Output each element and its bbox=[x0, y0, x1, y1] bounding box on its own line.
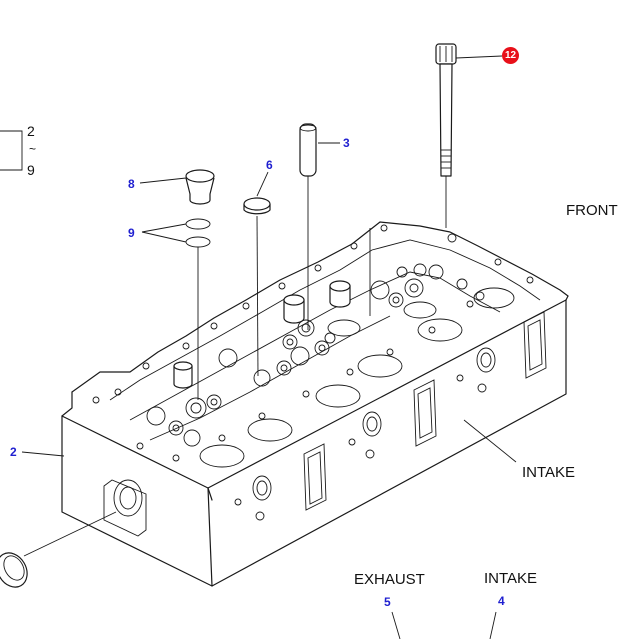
intake-label: INTAKE bbox=[484, 570, 538, 587]
expansion-plug bbox=[243, 197, 271, 377]
callout-3: 3 bbox=[343, 136, 350, 150]
exhaust-label: EXHAUST bbox=[354, 571, 425, 588]
range-start-label: 2 bbox=[27, 123, 35, 139]
leader-lines bbox=[0, 55, 517, 640]
range-end-label: 9 bbox=[27, 162, 35, 178]
callout-6: 6 bbox=[266, 158, 273, 172]
range-tilde-label: ~ bbox=[29, 142, 37, 156]
callout-12-badge: 12 bbox=[502, 47, 519, 64]
callout-8: 8 bbox=[128, 177, 135, 191]
callout-5: 5 bbox=[384, 595, 391, 609]
head-bolt bbox=[435, 43, 457, 228]
callout-4: 4 bbox=[498, 594, 505, 608]
callout-2: 2 bbox=[10, 445, 17, 459]
nozzle-sleeve bbox=[185, 169, 215, 205]
valve-guide bbox=[299, 123, 317, 330]
intake-side-label: INTAKE bbox=[522, 464, 576, 481]
core-plug bbox=[0, 511, 117, 588]
callout-9: 9 bbox=[128, 226, 135, 240]
front-label: FRONT bbox=[566, 202, 618, 219]
cylinder-head bbox=[61, 221, 569, 587]
